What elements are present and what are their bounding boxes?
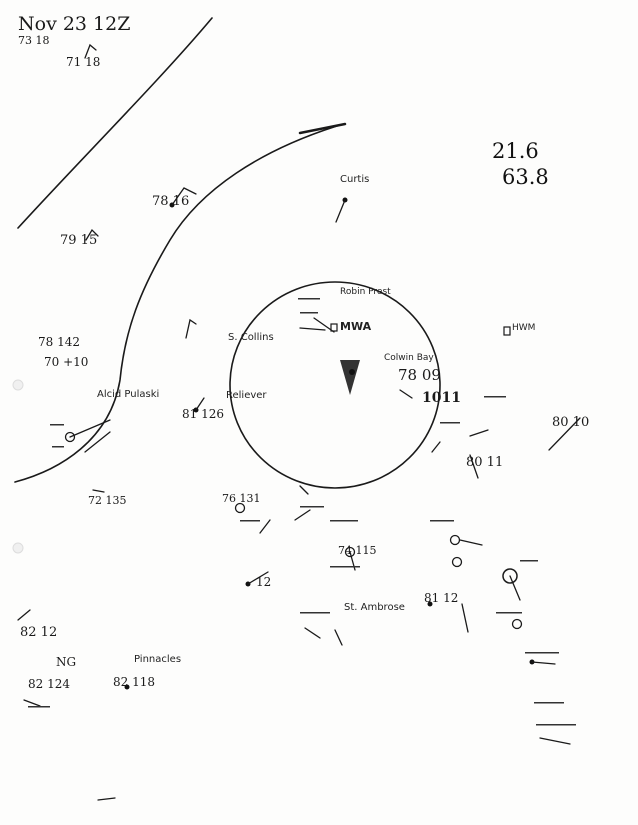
- front-line-bold-segment: [298, 122, 347, 135]
- obs-82-124: 82 124: [28, 677, 70, 691]
- low-center-marker: [340, 360, 360, 395]
- station-box-hwm: [503, 326, 511, 336]
- obs-81-12: 81 12: [424, 591, 458, 605]
- value-lower: 63.8: [502, 165, 549, 189]
- punch-hole-upper: [12, 379, 24, 391]
- obs-70-10: 70 +10: [44, 355, 88, 369]
- obs-79-15: 79 15: [60, 233, 97, 248]
- front-line-north: [17, 17, 213, 229]
- obs-72-135: 72 135: [88, 494, 127, 507]
- place-pinnacles: Pinnacles: [134, 654, 181, 665]
- station-circle-southeast: [449, 534, 461, 546]
- station-circle-alcid: [64, 431, 76, 443]
- wind-barbs: [17, 43, 581, 801]
- punch-hole-lower: [12, 542, 24, 554]
- station-circle-south: [344, 546, 356, 558]
- front-line-west: [14, 124, 341, 483]
- obs-82-12: 82 12: [20, 625, 57, 640]
- center-label: 78 09: [398, 366, 441, 384]
- place-reliever: Reliever: [226, 390, 267, 401]
- center-robin: Robin Prest: [340, 287, 391, 297]
- date-sub: 73 18: [18, 34, 50, 47]
- center-station-dot: [349, 369, 355, 375]
- place-alcid-pulaski: Alcid Pulaski: [97, 389, 159, 400]
- place-hwm: HWM: [512, 323, 535, 333]
- obs-81-126: 81 126: [182, 407, 224, 421]
- center-pressure: 1011: [422, 390, 461, 406]
- date-line: Nov 23 12Z: [18, 13, 130, 35]
- obs-78-142: 78 142: [38, 335, 80, 349]
- station-circle-east: [502, 568, 518, 584]
- value-upper: 21.6: [492, 139, 539, 163]
- place-s-collins: S. Collins: [228, 332, 274, 343]
- center-mwa: MWA: [340, 320, 372, 333]
- station-dot-pinnacles: [124, 684, 130, 690]
- obs-76-131: 76 131: [222, 492, 261, 505]
- place-ng: NG: [56, 655, 76, 669]
- station-box-mwa: [330, 323, 338, 332]
- date-sub-2: 71 18: [66, 55, 100, 69]
- place-curtis: Curtis: [340, 174, 369, 185]
- station-circle-southeast-3: [511, 618, 523, 630]
- place-st-ambrose: St. Ambrose: [344, 602, 405, 613]
- obs-80-10-east: 80 10: [552, 415, 589, 430]
- range-circle: [229, 281, 441, 489]
- center-station: Colwin Bay: [384, 353, 434, 363]
- station-circle-southeast-2: [451, 556, 463, 568]
- obs-74-115: 74 115: [338, 544, 377, 557]
- ink-scribbles: [28, 298, 576, 726]
- station-circle-southwest: [234, 502, 246, 514]
- obs-12: 12: [256, 575, 271, 589]
- obs-78-16: 78 16: [152, 194, 189, 209]
- obs-80-11: 80 11: [466, 455, 503, 470]
- obs-82-118: 82 118: [113, 675, 155, 689]
- station-dot-ambrose: [427, 601, 433, 607]
